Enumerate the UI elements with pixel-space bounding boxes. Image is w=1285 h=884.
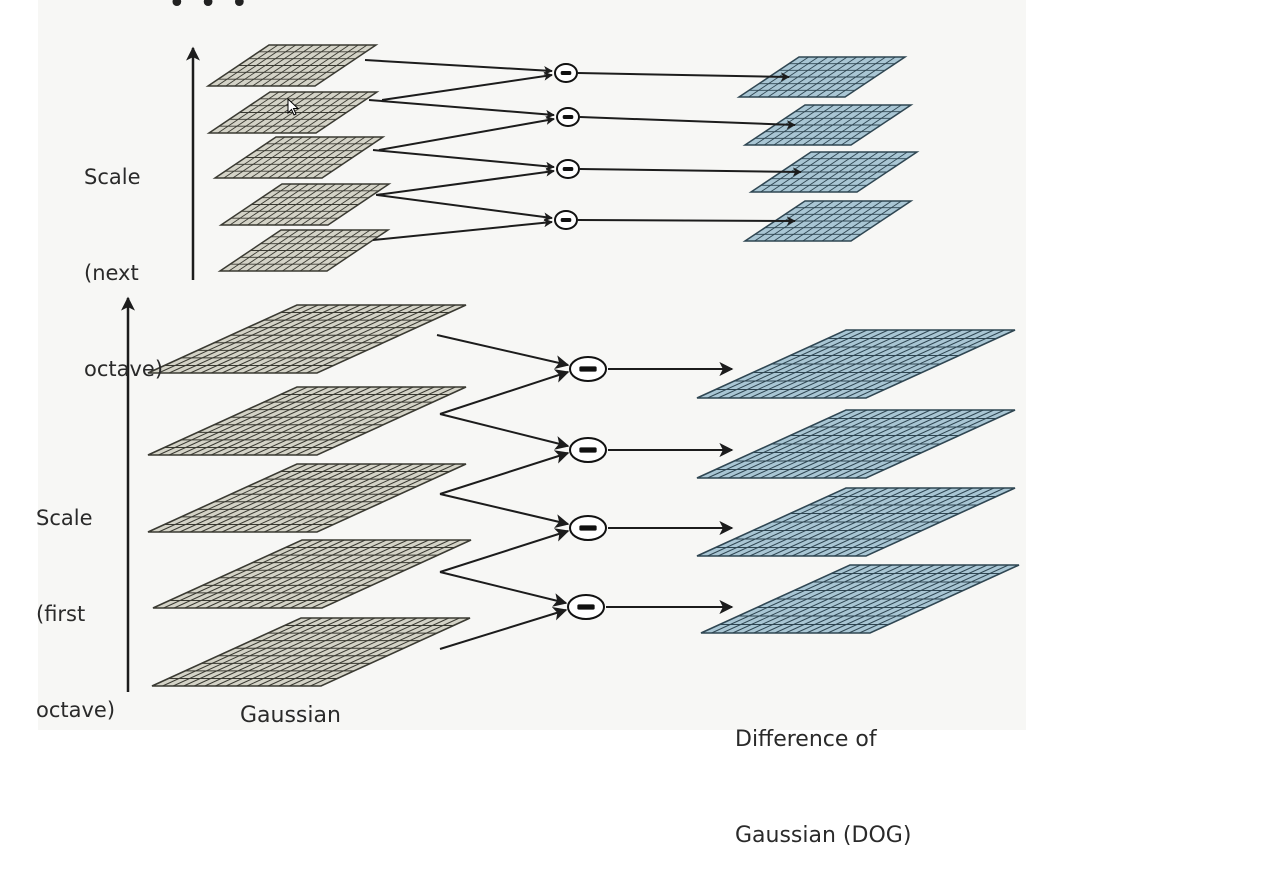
arrow-first-g3-to-op2 [439,450,570,495]
subtract-operator-next-3 [556,159,580,179]
subtract-operators [554,63,607,620]
gaussian-next-level-5 [217,229,391,272]
scale-first-line-1: Scale [36,506,93,530]
arrow-next-g5-to-op4 [372,218,553,241]
arrow-next-op2-to-dog2 [579,116,796,130]
gaussian-first-level-1 [147,304,467,374]
mouse-pointer-icon [287,98,299,116]
subtract-operator-next-1 [554,63,578,83]
dog-next-level-4 [742,200,914,242]
arrow-first-g3-to-op3 [439,493,570,528]
dog-label: Difference of Gaussian (DOG) [735,660,911,884]
subtract-operator-first-2 [569,437,607,463]
dog-label-line-1: Difference of [735,727,877,752]
scale-first-line-3: octave) [36,698,116,722]
grid-layers [147,44,1020,687]
dog-label-line-2: Gaussian (DOG) [735,823,912,848]
arrow-next-op1-to-dog1 [577,72,790,82]
subtract-operator-first-4 [567,594,605,620]
scale-next-line-1: Scale [84,165,141,189]
dog-next-level-3 [748,151,920,193]
arrow-next-op3-to-dog3 [579,167,802,177]
dog-pyramid-diagram [121,44,1020,692]
gaussian-first-level-4 [152,539,472,609]
arrow-first-g2-to-op1 [439,369,570,415]
dog-next-level-2 [742,104,914,146]
scale-first-line-2: (first [36,602,86,626]
arrow-next-g4-to-op4 [376,194,553,222]
arrow-first-g2-to-op2 [439,413,570,450]
arrow-next-g3-to-op3 [372,149,555,171]
dog-first-level-4 [700,564,1020,634]
scale-axes [121,46,200,692]
subtract-operator-next-2 [556,107,580,127]
gaussian-next-level-4 [218,183,392,226]
dog-first-level-3 [696,487,1016,557]
scale-next-line-2: (next [84,261,139,285]
more-octaves-ellipsis: • • • [168,0,251,21]
scale-first-octave-label: Scale (first octave) [36,438,115,758]
gaussian-label: Gaussian [240,703,341,728]
dog-first-level-2 [696,409,1016,479]
gaussian-next-level-1 [205,44,379,87]
subtract-operator-first-3 [569,515,607,541]
arrow-first-g4-to-op4 [439,571,568,607]
scale-next-octave-label: Scale (next octave) [84,97,163,417]
connection-arrows [364,59,802,650]
arrow-next-op4-to-dog4 [577,216,796,226]
subtract-operator-first-1 [569,356,607,382]
scale-next-line-3: octave) [84,357,164,381]
dog-first-level-1 [696,329,1016,399]
arrow-first-g5-to-op4 [439,607,568,650]
arrow-next-g3-to-op2 [378,115,555,151]
arrow-next-g2-to-op2 [368,99,555,119]
arrow-next-g2-to-op1 [381,71,553,101]
arrow-next-g1-to-op1 [364,59,553,76]
gaussian-first-level-3 [147,463,467,533]
gaussian-first-level-5 [151,617,471,687]
arrow-first-g4-to-op3 [439,528,570,573]
arrow-next-g4-to-op3 [375,167,555,196]
gaussian-next-level-3 [212,136,386,179]
subtract-operator-next-4 [554,210,578,230]
arrow-first-g1-to-op1 [436,334,570,370]
gaussian-first-level-2 [147,386,467,456]
dog-next-level-1 [736,56,908,98]
